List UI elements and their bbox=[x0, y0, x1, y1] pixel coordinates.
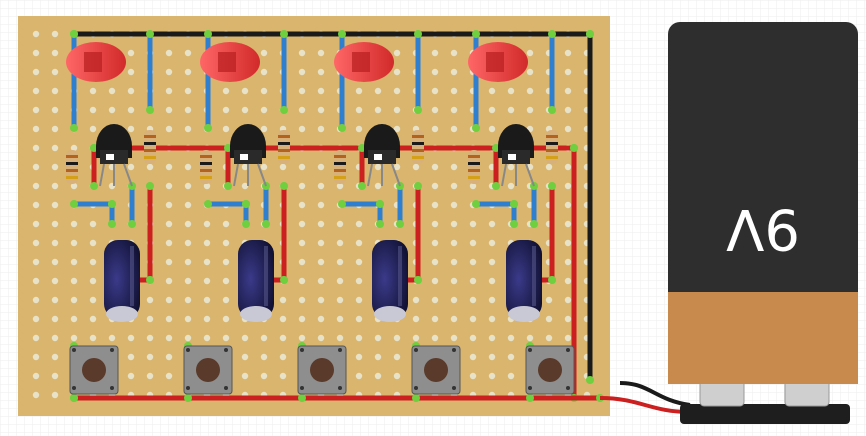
capacitor-icon bbox=[372, 240, 408, 322]
resistor-icon bbox=[144, 130, 156, 164]
resistor-icon bbox=[412, 130, 424, 164]
resistor-icon bbox=[334, 150, 346, 184]
capacitor-icon bbox=[506, 240, 542, 322]
battery-clip bbox=[680, 404, 850, 424]
transistor-icon bbox=[364, 124, 401, 187]
led-icon bbox=[66, 42, 126, 82]
resistor-icon bbox=[66, 150, 78, 184]
battery: 9V bbox=[599, 22, 858, 424]
pushbutton-icon bbox=[183, 345, 233, 395]
battery-black-lead bbox=[619, 381, 691, 407]
led-icon bbox=[468, 42, 528, 82]
pushbutton-icon bbox=[411, 345, 461, 395]
led-icon bbox=[334, 42, 394, 82]
pushbutton-icon bbox=[69, 345, 119, 395]
battery-red-lead bbox=[599, 396, 691, 414]
components bbox=[66, 42, 575, 395]
resistor-icon bbox=[468, 150, 480, 184]
resistor-icon bbox=[200, 150, 212, 184]
battery-label: 9V bbox=[726, 196, 800, 261]
pushbutton-icon bbox=[525, 345, 575, 395]
led-icon bbox=[200, 42, 260, 82]
pushbutton-icon bbox=[297, 345, 347, 395]
capacitor-icon bbox=[104, 240, 140, 322]
transistor-icon bbox=[230, 124, 267, 187]
resistor-icon bbox=[278, 130, 290, 164]
capacitor-icon bbox=[238, 240, 274, 322]
transistor-icon bbox=[96, 124, 133, 187]
battery-band bbox=[668, 292, 858, 384]
transistor-icon bbox=[498, 124, 535, 187]
resistor-icon bbox=[546, 130, 558, 164]
